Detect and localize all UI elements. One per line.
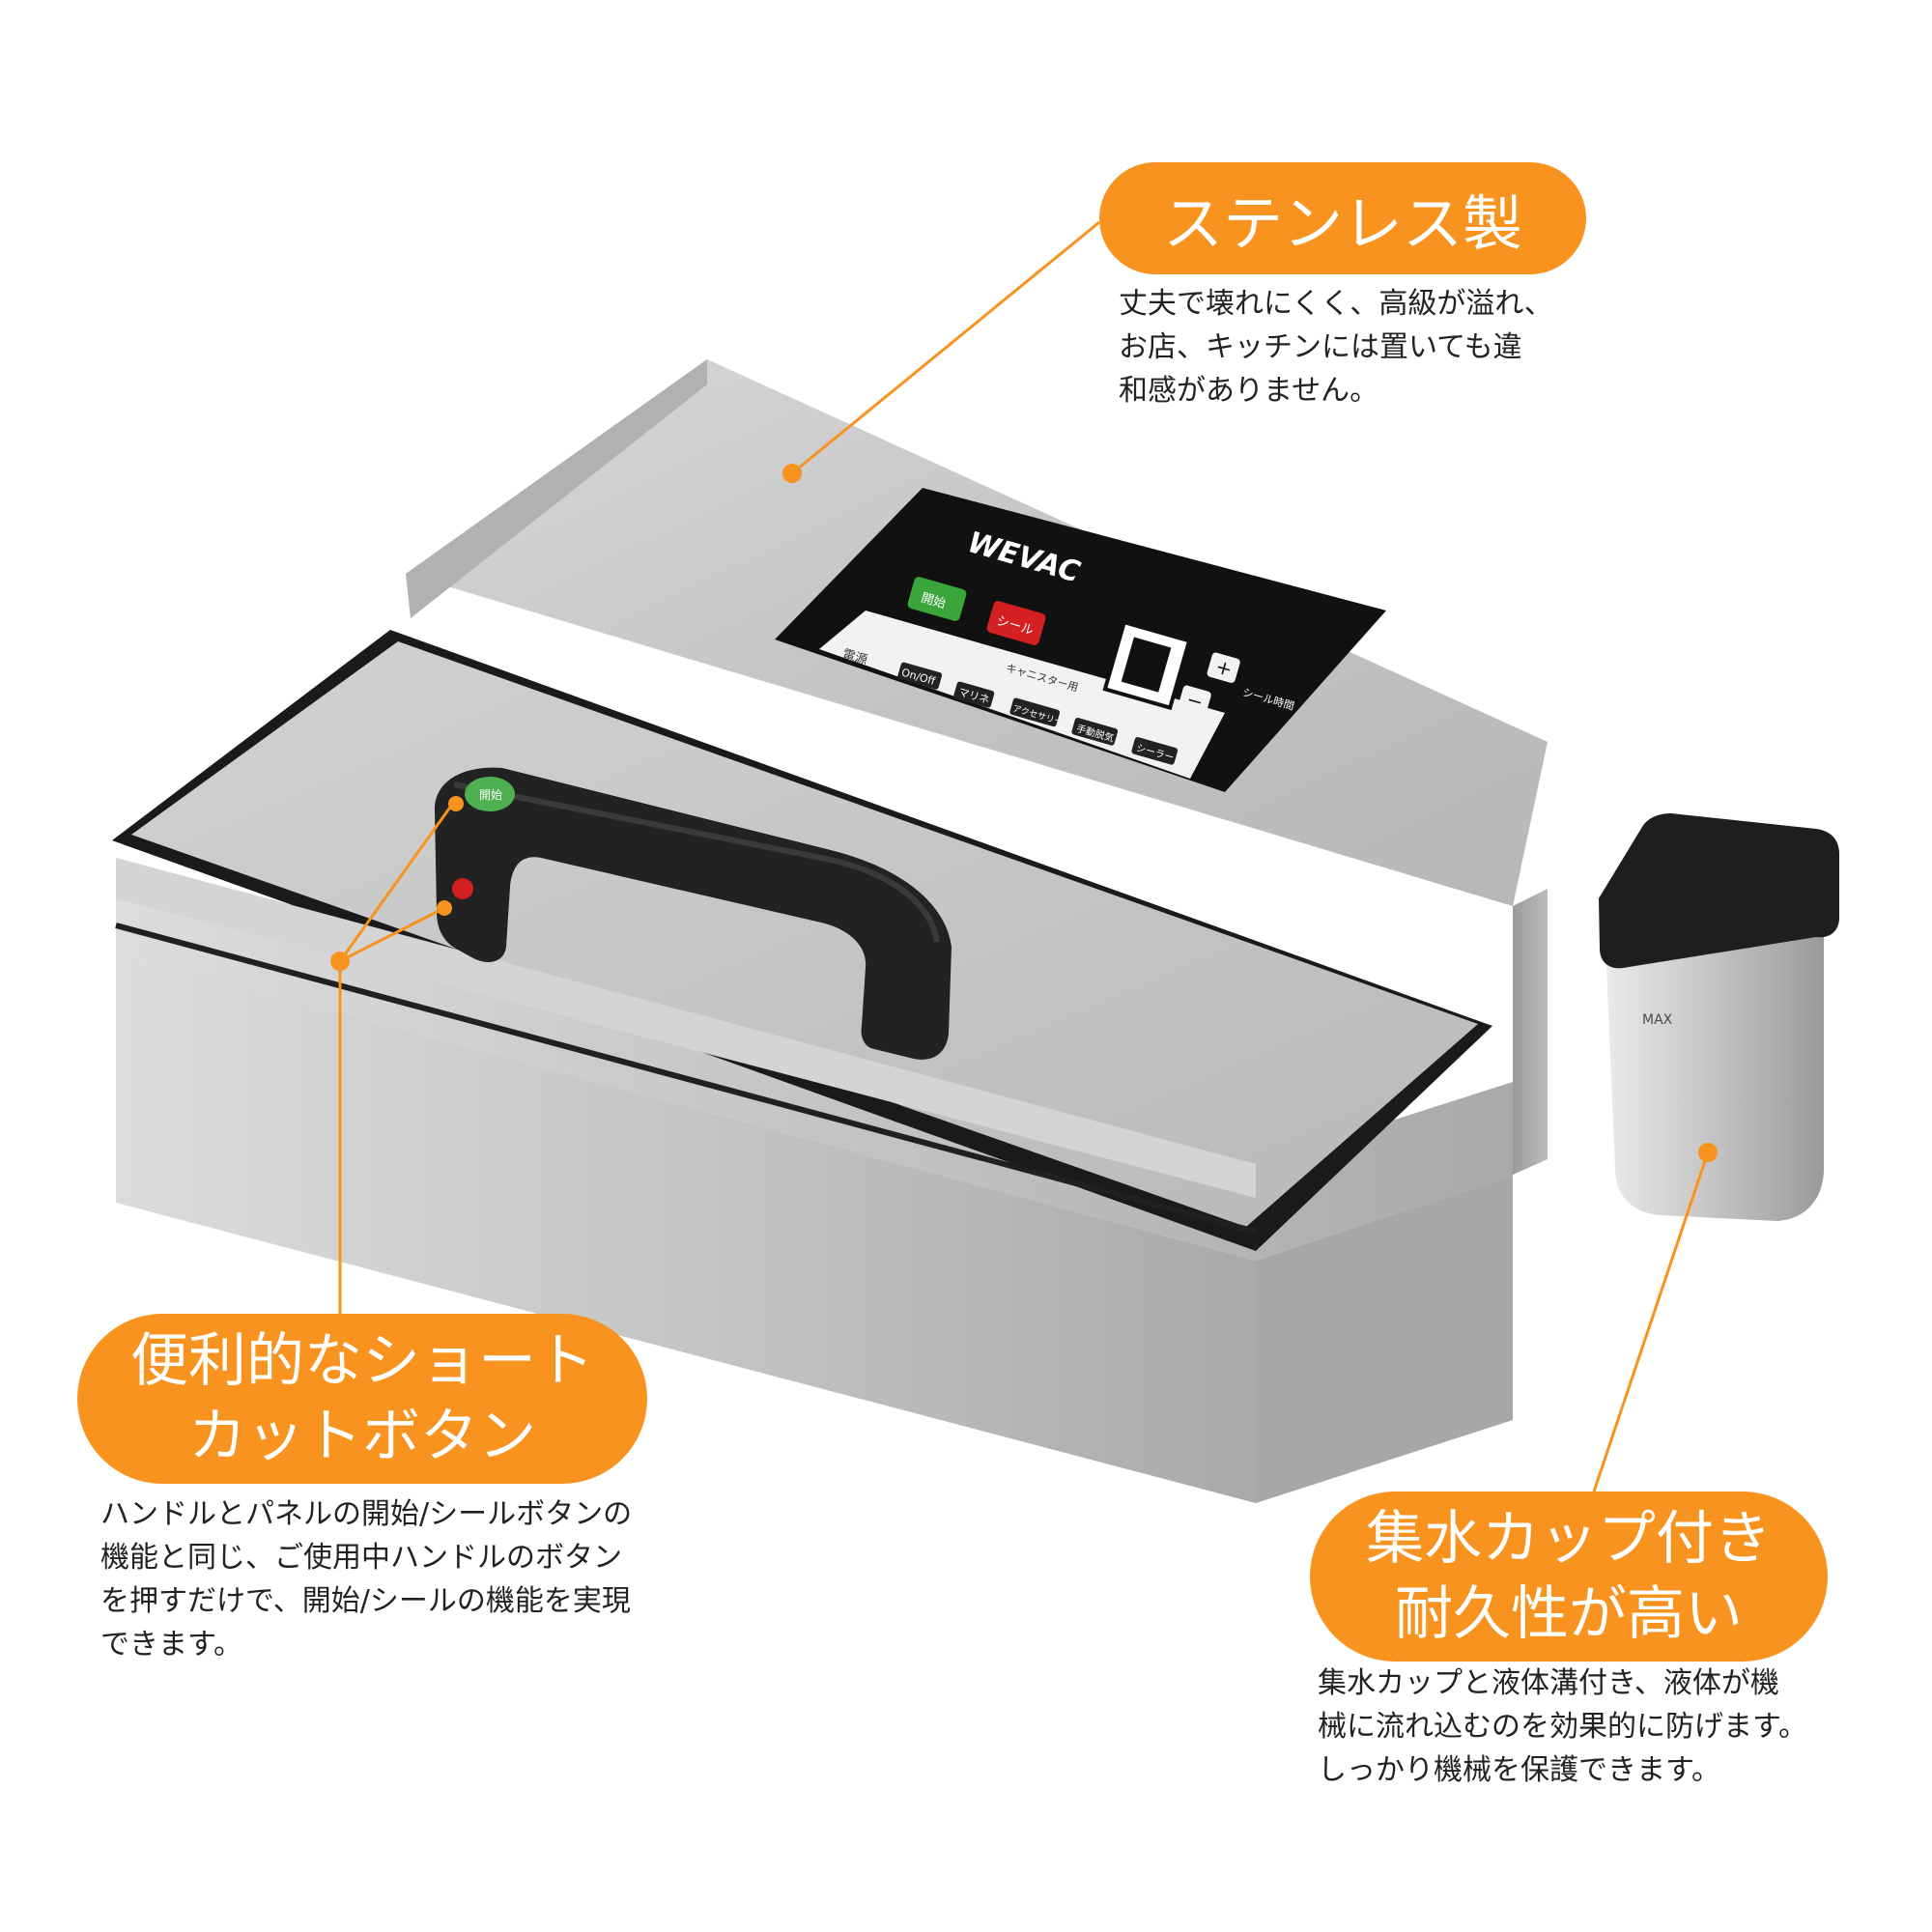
handle-highlight xyxy=(453,781,940,943)
leader-shortcut-seal xyxy=(339,906,445,963)
panel-minus-label: − xyxy=(1184,687,1207,714)
description-line: 丈夫で壊れにくく、高級が溢れ、 xyxy=(1119,287,1553,321)
handle[interactable]: 開始 シール xyxy=(435,767,952,1060)
body-top-rear-face xyxy=(406,359,707,618)
panel-display-inner xyxy=(1121,637,1172,693)
description-line: 和感がありません。 xyxy=(1119,374,1379,408)
panel-onoff-button[interactable] xyxy=(897,662,943,690)
description-line: ハンドルとパネルの開始/シールボタンの xyxy=(100,1497,633,1531)
leader-shortcut-start xyxy=(338,801,456,962)
panel-accessory-button[interactable] xyxy=(1009,697,1061,727)
lid-front-edge xyxy=(116,858,1256,1198)
callout-leaders xyxy=(330,220,1718,1492)
panel-power-label: 電源 xyxy=(840,647,868,668)
water-cup: MAX xyxy=(1599,813,1839,1221)
panel-manual-vacuum-button[interactable] xyxy=(1071,717,1119,746)
callout-shortcut-title: 便利的なショート カットボタン xyxy=(77,1314,647,1484)
title-line: 耐久性が高い xyxy=(1395,1580,1743,1648)
description-line: 機能と同じ、ご使用中ハンドルのボタン xyxy=(100,1541,622,1575)
title-line: 便利的なショート xyxy=(130,1327,594,1395)
panel-plus-label: + xyxy=(1213,654,1236,681)
lid-seam xyxy=(115,923,1257,1235)
leader-start-dot xyxy=(448,796,464,811)
description-line: 械に流れ込むのを効果的に防げます。 xyxy=(1318,1710,1807,1744)
leader-stainless xyxy=(791,220,1100,475)
cup-max-label: MAX xyxy=(1642,1012,1673,1028)
panel-seal-button[interactable] xyxy=(985,600,1046,646)
description-line: を押すだけで、開始/シールの機能を実現 xyxy=(100,1584,631,1618)
handle-start-label: 開始 xyxy=(479,788,502,802)
leader-shortcut-dot xyxy=(330,952,350,971)
handle-seal-button[interactable] xyxy=(452,878,473,899)
handle-start-button[interactable] xyxy=(465,777,515,811)
panel-background xyxy=(775,488,1386,792)
leader-stainless-dot xyxy=(782,464,802,483)
cup-lid xyxy=(1599,813,1839,969)
base-lower-face xyxy=(116,952,1256,1503)
title-line: 集水カップ付き xyxy=(1366,1505,1772,1573)
leader-cup xyxy=(1592,1151,1710,1492)
panel-start-label: 開始 xyxy=(920,591,948,612)
description-line: 集水カップと液体溝付き、液体が機 xyxy=(1318,1666,1779,1700)
leader-seal-dot xyxy=(437,900,452,916)
leader-cup-dot xyxy=(1698,1143,1718,1162)
description-line: できます。 xyxy=(100,1628,242,1662)
title-line: カットボタン xyxy=(188,1403,536,1470)
panel-lower-strip xyxy=(819,611,1225,779)
handle-seal-label: シール xyxy=(450,850,497,868)
panel-plus-button[interactable] xyxy=(1207,652,1241,684)
callout-cup-description: 集水カップと液体溝付き、液体が機 械に流れ込むのを効果的に防げます。 しっかり機… xyxy=(1318,1662,1807,1792)
body-side-face xyxy=(1513,889,1548,1175)
callout-stainless-description: 丈夫で壊れにくく、高級が溢れ、 お店、キッチンには置いても違 和感がありません。 xyxy=(1119,282,1553,412)
control-panel: WEVAC 開始 シール 電源 On/Off キャニスター用 マリネ アクセサリ… xyxy=(775,488,1386,792)
base-lower-side xyxy=(1256,1175,1513,1503)
callout-stainless-title-text: ステンレス製 xyxy=(1162,188,1522,259)
handle-grip[interactable] xyxy=(435,767,952,1060)
callout-shortcut-description: ハンドルとパネルの開始/シールボタンの 機能と同じ、ご使用中ハンドルのボタン を… xyxy=(100,1492,632,1666)
description-line: お店、キッチンには置いても違 xyxy=(1119,330,1522,364)
description-line: しっかり機械を保護できます。 xyxy=(1318,1753,1720,1787)
panel-minus-button[interactable] xyxy=(1178,685,1212,717)
panel-start-button[interactable] xyxy=(906,576,967,622)
callout-stainless-title: ステンレス製 xyxy=(1099,162,1586,274)
panel-sealer-button[interactable] xyxy=(1131,736,1179,765)
callout-cup-title: 集水カップ付き 耐久性が高い xyxy=(1310,1492,1828,1662)
panel-mode-button[interactable] xyxy=(953,681,995,708)
